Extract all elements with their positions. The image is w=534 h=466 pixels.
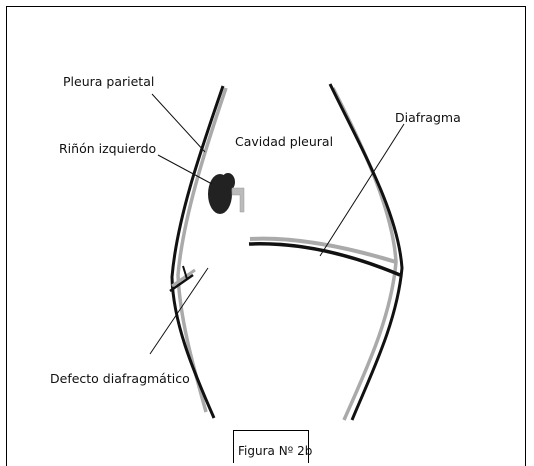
label-rinon-izquierdo: Riñón izquierdo	[59, 141, 156, 156]
label-diafragma: Diafragma	[395, 110, 461, 125]
leader-pleura-parietal	[152, 94, 205, 152]
figure-caption: Figura Nº 2b	[238, 444, 312, 458]
left-diaphragm-flap-gray	[172, 270, 195, 286]
label-cavidad-pleural: Cavidad pleural	[235, 134, 333, 149]
label-defecto-diafragmatico: Defecto diafragmático	[50, 371, 190, 386]
label-pleura-parietal: Pleura parietal	[63, 74, 154, 89]
figure-caption-box: Figura Nº 2b	[233, 430, 309, 463]
kidney-hilum	[232, 188, 244, 212]
left-pleura-layer	[178, 88, 226, 412]
